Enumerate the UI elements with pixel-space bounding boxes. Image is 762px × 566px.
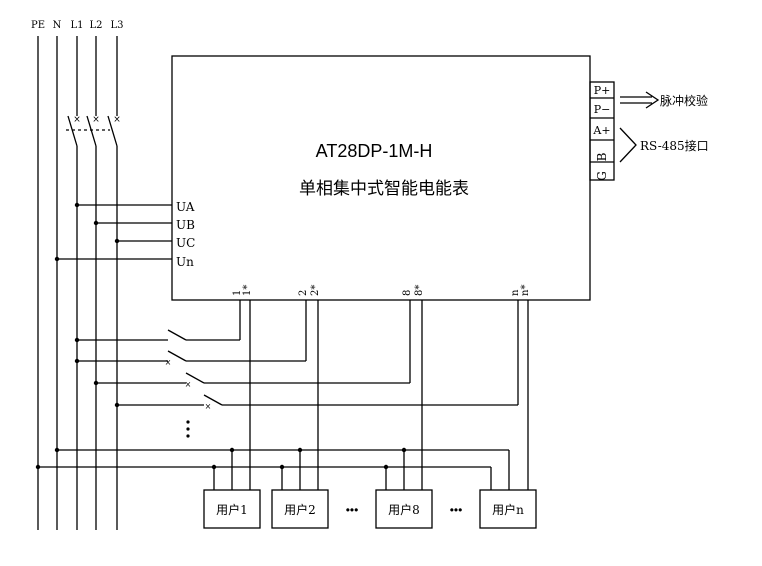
switch-8 — [185, 372, 205, 384]
voltage-terminals: UA UB UC Un — [54, 200, 195, 269]
output-label-8-star: 8* — [414, 285, 425, 296]
meter-box — [171, 55, 591, 301]
user-label-1: 用户1 — [216, 502, 248, 517]
bus-lines: × × × — [37, 36, 121, 530]
bus-label-l1: L1 — [70, 20, 83, 31]
rs485-brace-icon — [619, 127, 637, 163]
node-un — [54, 256, 60, 262]
rs485-label: RS-485接口 — [640, 138, 709, 153]
switch-1 — [167, 329, 187, 341]
output-label-1-star: 1* — [242, 285, 253, 296]
pe-distribution — [35, 464, 492, 490]
node-uc — [114, 238, 120, 244]
vertical-ellipsis-icon — [186, 420, 190, 424]
breaker-blade-l2 — [86, 115, 97, 147]
terminal-un: Un — [176, 255, 194, 269]
ellipsis-1: ••• — [346, 503, 359, 517]
port-p-plus: P+ — [594, 84, 611, 97]
bus-labels: PE N L1 L2 L3 — [31, 20, 124, 31]
user-label-8: 用户8 — [388, 502, 420, 517]
breaker-mark-l1: × — [73, 115, 81, 125]
bus-label-pe: PE — [31, 20, 45, 31]
meter-model: AT28DP-1M-H — [316, 141, 433, 161]
svg-text:×: × — [165, 358, 172, 367]
node-ua — [74, 202, 80, 208]
port-p-minus: P− — [594, 103, 611, 116]
meter-name: 单相集中式智能电能表 — [299, 179, 469, 199]
pulse-arrow-icon — [620, 91, 660, 109]
svg-text:×: × — [205, 402, 212, 411]
node-ub — [93, 220, 99, 226]
output-label-1: 1 — [232, 290, 243, 296]
bus-label-l2: L2 — [89, 20, 102, 31]
output-label-2-star: 2* — [310, 285, 321, 296]
breaker-mark-l2: × — [92, 115, 100, 125]
terminal-ua: UA — [176, 200, 195, 214]
user-box-2 — [271, 489, 329, 529]
return-wires — [249, 300, 529, 490]
user-box-1 — [203, 489, 261, 529]
terminal-uc: UC — [176, 236, 195, 250]
breaker-blade-l3 — [107, 115, 118, 147]
port-block: P+ P− A+ B G 脉冲校验 RS-485接口 — [589, 81, 709, 181]
users: 用户1 用户2 用户8 用户n ••• ••• — [203, 489, 537, 529]
user-box-8 — [375, 489, 433, 529]
switch-2 — [167, 350, 187, 362]
output-terminals: 1 1* 2 2* 8 8* n n* — [232, 285, 531, 296]
neutral-distribution — [54, 447, 510, 490]
switch-branches: × × × — [74, 300, 519, 438]
output-label-8: 8 — [402, 290, 413, 296]
svg-text:×: × — [185, 380, 192, 389]
breaker-mark-l3: × — [113, 115, 121, 125]
user-label-n: 用户n — [492, 502, 524, 517]
port-block-frame — [589, 81, 615, 181]
user-box-n — [479, 489, 537, 529]
bus-label-n: N — [53, 20, 62, 31]
output-label-n-star: n* — [520, 285, 531, 296]
port-a-plus: A+ — [592, 124, 610, 137]
bus-label-l3: L3 — [110, 20, 123, 31]
breaker-blade-l1 — [67, 115, 78, 147]
switch-n — [203, 394, 223, 406]
output-label-n: n — [510, 289, 521, 296]
port-b: B — [595, 152, 609, 161]
user-label-2: 用户2 — [284, 502, 316, 517]
pulse-label: 脉冲校验 — [660, 93, 708, 108]
output-label-2: 2 — [298, 290, 309, 296]
port-g: G — [595, 171, 609, 181]
terminal-ub: UB — [176, 218, 195, 232]
ellipsis-2: ••• — [450, 503, 463, 517]
